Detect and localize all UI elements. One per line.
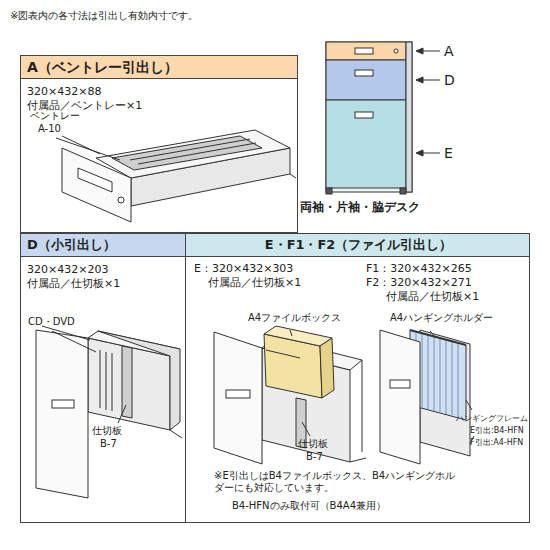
label: A4ファイルボックス (248, 312, 341, 324)
label: B-7 (306, 451, 323, 463)
drawer-e-front (326, 100, 406, 188)
spec-text: E：320×432×303 (194, 262, 293, 275)
panel-heading: E・F1・F2（ファイル引出し） (188, 237, 529, 252)
label: ※図表内の各寸法は引出し有効内寸です。 (10, 10, 198, 22)
spec-text: 付属品／仕切板×1 (27, 277, 120, 290)
drawer-a-front (326, 42, 406, 60)
hanging-file (458, 343, 459, 417)
spec-text: 320×432×203 (27, 263, 108, 276)
label: D (444, 72, 455, 89)
label: 仕切板 (92, 425, 122, 437)
label: A-10 (38, 123, 61, 135)
drawer-panel: A（ベントレー引出し）320×432×88付属品／ベントレー×1 (20, 55, 298, 233)
label: ※E引出しはB4ファイルボックス、B4ハンギングホルダーにも対応しています。 (214, 470, 464, 494)
hanging-file (428, 335, 429, 409)
label: E (444, 145, 453, 162)
label: A (444, 43, 454, 60)
label: CD・DVD (28, 316, 75, 328)
label: B-7 (100, 438, 117, 450)
hanging-file (422, 334, 423, 408)
spec-text: 付属品／仕切板×1 (208, 276, 301, 289)
label: 仕切板 (298, 438, 328, 450)
desk-body (326, 42, 412, 192)
spec-text: 付属品／仕切板×1 (386, 290, 479, 303)
spec-text: F2：320×432×271 (366, 276, 472, 289)
drawer-d-front (326, 60, 406, 100)
panel-heading: D（小引出し） (27, 237, 116, 253)
label: A4ハンギングホルダー (390, 312, 493, 324)
panel-heading: A（ベントレー引出し） (27, 59, 178, 76)
label: F引出:A4-HFN (470, 438, 523, 448)
hanging-file (440, 338, 441, 412)
label: ベントレー (30, 110, 80, 122)
drawer-panel: D（小引出し） 320×432×203付属品／仕切板×1 (20, 233, 186, 523)
hanging-file (452, 342, 453, 416)
label: B4-HFNのみ取付可（B4A4兼用） (232, 500, 386, 512)
spec-text: F1：320×432×265 (366, 262, 472, 275)
spec-text: 320×432×88 (27, 85, 101, 98)
label: E引出:B4-HFN (470, 426, 524, 436)
hanging-file (446, 340, 447, 414)
label: ハンギングフレーム (456, 414, 528, 424)
hanging-file (434, 337, 435, 411)
label: 両袖・片袖・脇デスク (300, 200, 420, 214)
